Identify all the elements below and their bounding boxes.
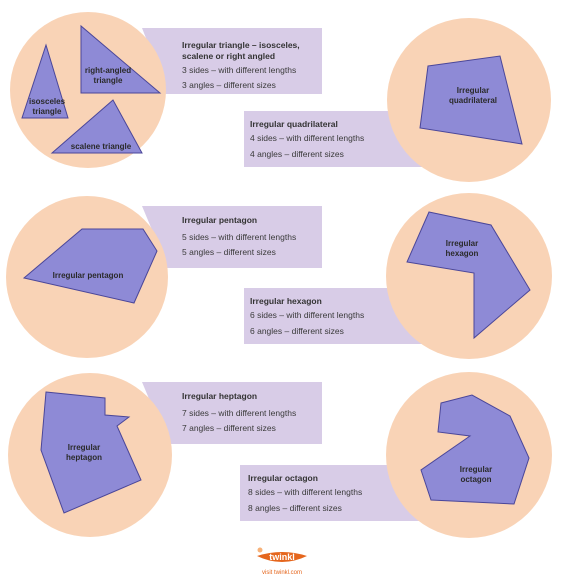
- label-quadrilateral: Irregular quadrilateral: [448, 86, 497, 105]
- octagon-angles: 8 angles – different sizes: [248, 503, 342, 513]
- quadrilateral-sides: 4 sides – with different lengths: [250, 133, 365, 143]
- label-hexagon: Irregular hexagon: [445, 239, 479, 258]
- heptagon-sides: 7 sides – with different lengths: [182, 408, 297, 418]
- label-octagon: Irregular octagon: [459, 465, 493, 484]
- label-pentagon: Irregular pentagon: [52, 271, 124, 280]
- info-ribbon-triangle: Irregular triangle – isosceles, scalene …: [142, 28, 322, 94]
- octagon-title: Irregular octagon: [248, 473, 318, 483]
- triangle-angles: 3 angles – different sizes: [182, 80, 276, 90]
- info-ribbon-octagon: Irregular octagon 8 sides – with differe…: [240, 465, 422, 521]
- heptagon-title: Irregular heptagon: [182, 391, 258, 401]
- quadrilateral-title: Irregular quadrilateral: [250, 119, 338, 129]
- pentagon-sides: 5 sides – with different lengths: [182, 232, 297, 242]
- logo-text: twinkl: [269, 552, 295, 562]
- octagon-shape: [420, 394, 530, 505]
- footer-url[interactable]: visit twinkl.com: [261, 570, 302, 576]
- pentagon-title: Irregular pentagon: [182, 215, 258, 225]
- info-ribbon-heptagon: Irregular heptagon 7 sides – with differ…: [142, 382, 322, 444]
- heptagon-shape: [40, 391, 142, 514]
- scalene-triangle-shape: [50, 99, 143, 154]
- pentagon-angles: 5 angles – different sizes: [182, 247, 276, 257]
- quadrilateral-angles: 4 angles – different sizes: [250, 149, 344, 159]
- info-ribbon-pentagon: Irregular pentagon 5 sides – with differ…: [142, 206, 322, 268]
- isosceles-triangle-shape: [21, 43, 69, 119]
- hexagon-title: Irregular hexagon: [250, 296, 322, 306]
- label-isosceles: isosceles triangle: [28, 97, 66, 116]
- right-angled-triangle-shape: [80, 24, 162, 94]
- heptagon-angles: 7 angles – different sizes: [182, 423, 276, 433]
- quadrilateral-shape: [419, 55, 523, 145]
- label-scalene: scalene triangle: [70, 142, 132, 151]
- octagon-sides: 8 sides – with different lengths: [248, 487, 363, 497]
- hexagon-shape: [406, 211, 531, 340]
- hexagon-angles: 6 angles – different sizes: [250, 326, 344, 336]
- triangle-sides: 3 sides – with different lengths: [182, 65, 297, 75]
- triangle-title: Irregular triangle – isosceles, scalene …: [182, 40, 300, 61]
- pentagon-shape: [22, 228, 158, 304]
- label-right-angled: right-angled triangle: [84, 66, 132, 85]
- hexagon-sides: 6 sides – with different lengths: [250, 310, 365, 320]
- twinkl-logo: twinkl: [257, 547, 307, 562]
- label-heptagon: Irregular heptagon: [66, 443, 102, 462]
